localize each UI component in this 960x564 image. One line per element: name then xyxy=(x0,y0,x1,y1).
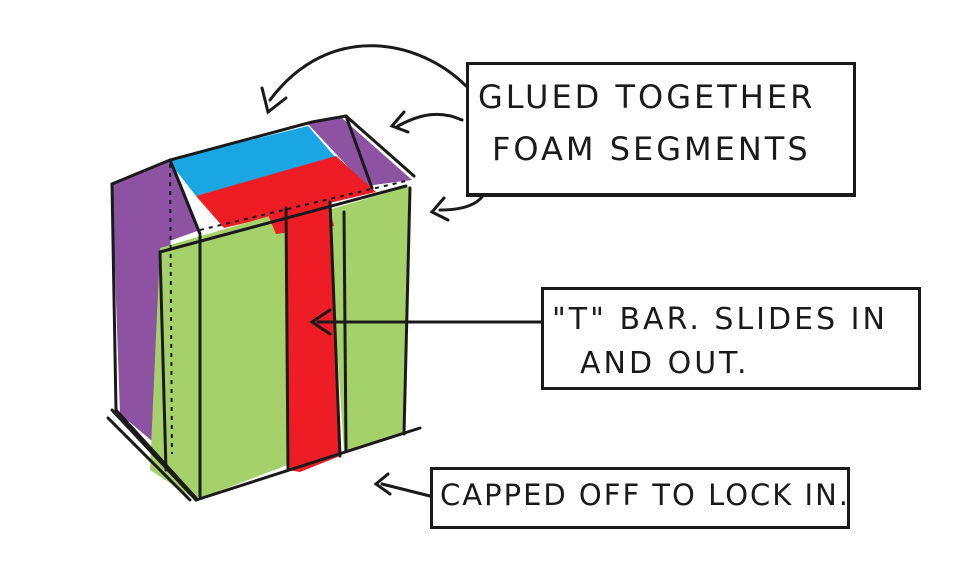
hidden-edges xyxy=(169,163,411,455)
glued-segments-callout xyxy=(466,62,856,197)
block-outlines xyxy=(106,114,422,502)
green-right-block xyxy=(328,186,410,452)
tbar-callout xyxy=(541,287,921,390)
arrow-capped xyxy=(380,482,432,498)
capped-callout xyxy=(430,467,850,529)
arrow-middle xyxy=(396,112,464,128)
arrows xyxy=(260,44,543,498)
tbar-label-line1: "T" BAR. SLIDES IN xyxy=(552,302,888,337)
green-left-block xyxy=(150,210,290,500)
glued-label-line1: GLUED TOGETHER xyxy=(478,78,816,116)
red-top-bar xyxy=(196,156,376,228)
red-t-bar-stem xyxy=(286,200,340,472)
glued-label-line2: FOAM SEGMENTS xyxy=(492,130,811,168)
arrow-top xyxy=(268,44,468,102)
blue-top-panel xyxy=(168,126,336,196)
capped-label: CAPPED OFF TO LOCK IN. xyxy=(440,478,850,512)
tbar-label-line2: AND OUT. xyxy=(580,346,750,381)
